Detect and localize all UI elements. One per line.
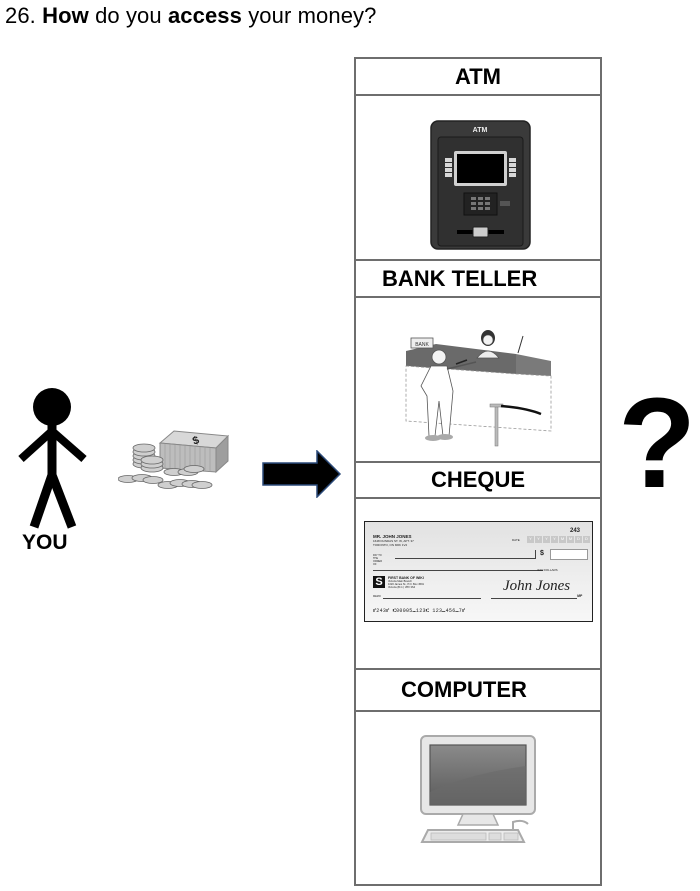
- option-cheque[interactable]: 243 MR. JOHN JONES 1648 DUNDAS ST. W, AP…: [356, 499, 600, 669]
- atm-machine-icon: ATM: [430, 120, 531, 250]
- cheque-date-label: DATE: [512, 538, 520, 542]
- desktop-computer-icon: [420, 735, 536, 843]
- cheque-pay-label: PAY TO THE ORDER OF: [373, 554, 383, 566]
- option-atm[interactable]: ATM: [356, 96, 600, 260]
- cheque-date-boxes: Y Y Y Y M M D D: [527, 536, 590, 543]
- bank-teller-icon: BANK: [405, 330, 552, 447]
- cheque-dollars-label: /100 DOLLARS: [537, 568, 558, 572]
- stick-figure-icon: [18, 388, 87, 529]
- bank-sign-text: BANK: [415, 342, 429, 348]
- question-text: do you: [95, 3, 162, 28]
- bank-logo-icon: S: [373, 576, 385, 588]
- cheque-payer-address1: 1648 DUNDAS ST. W, APT. 37: [373, 539, 414, 543]
- cheque-number: 243: [569, 528, 580, 534]
- question-mark: ?: [618, 372, 697, 515]
- cash-and-coins-icon: $: [118, 430, 230, 489]
- cheque-icon: 243 MR. JOHN JONES 1648 DUNDAS ST. W, AP…: [364, 521, 593, 622]
- cheque-micr-line: ⑈243⑈ ⑆00005⑉123⑆ 123⑉456⑉7⑈: [373, 608, 466, 614]
- cheque-amount-box: [550, 549, 588, 560]
- option-computer[interactable]: [356, 712, 600, 884]
- option-header-bank-teller: BANK TELLER: [356, 261, 600, 298]
- cheque-bank-address1: 1020 James St., P.O. Box 4591: [388, 583, 424, 586]
- question-word-how: How: [42, 3, 89, 28]
- option-header-atm: ATM: [356, 59, 600, 96]
- cheque-signature-suffix: MP: [577, 594, 583, 598]
- cheque-payer-address2: TORONTO, ON M6K 1V2: [373, 543, 408, 547]
- cheque-memo-label: MEMO: [373, 595, 381, 598]
- divider: [356, 461, 600, 463]
- cheque-signature: John Jones: [503, 578, 571, 594]
- divider: [356, 259, 600, 261]
- question-text-end: your money?: [248, 3, 377, 28]
- option-header-computer: COMPUTER: [356, 670, 600, 712]
- option-header-cheque: CHEQUE: [356, 463, 600, 499]
- you-label: YOU: [22, 531, 68, 554]
- question-word-access: access: [167, 3, 242, 28]
- cheque-currency-symbol: $: [540, 550, 544, 557]
- options-column: ATM ATM BANK TELLER: [354, 57, 602, 886]
- right-arrow-icon: [262, 450, 342, 498]
- cheque-bank-address2: Victoria (B.C.) V8X 3S4: [388, 586, 416, 589]
- dollar-sign: $: [191, 434, 201, 447]
- atm-screen-label: ATM: [473, 127, 488, 134]
- divider: [356, 668, 600, 670]
- cheque-bank-name: FIRST BANK OF WIKI: [388, 576, 424, 580]
- question-number: 26.: [5, 3, 36, 28]
- cheque-bank-branch: Victoria Main Branch: [388, 580, 412, 583]
- cheque-payer-name: MR. JOHN JONES: [373, 534, 412, 539]
- question-heading: 26. How do you access your money?: [5, 3, 376, 29]
- option-bank-teller[interactable]: BANK: [356, 298, 600, 463]
